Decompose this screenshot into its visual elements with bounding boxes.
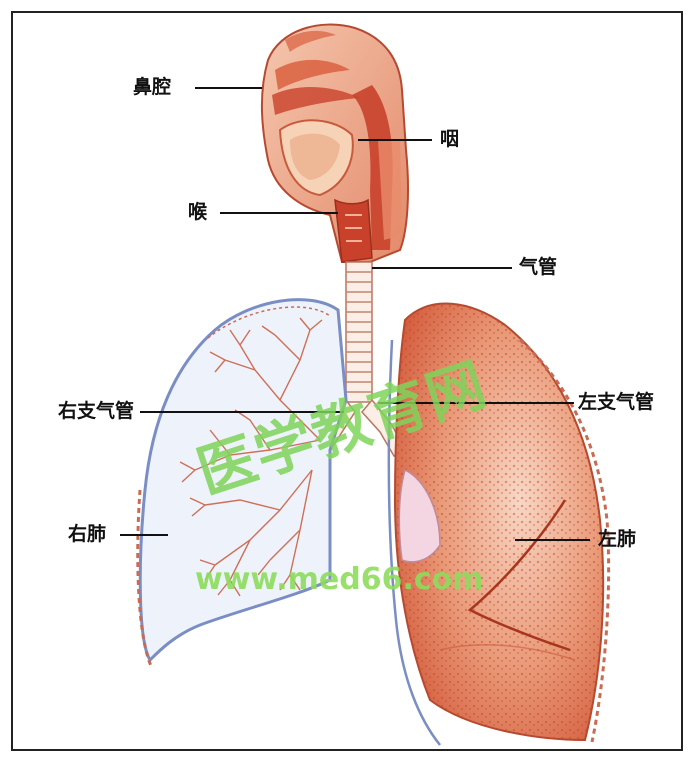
label-right-bronchus: 右支气管	[58, 402, 134, 421]
label-larynx: 喉	[188, 203, 207, 222]
label-trachea: 气管	[519, 258, 557, 277]
label-left-lung: 左肺	[598, 530, 636, 549]
label-pharynx: 咽	[440, 130, 459, 149]
label-nasal-cavity: 鼻腔	[133, 78, 171, 97]
label-left-bronchus: 左支气管	[578, 393, 654, 412]
label-right-lung: 右肺	[68, 525, 106, 544]
head-section	[262, 25, 408, 262]
watermark-url: www.med66.com	[195, 562, 484, 597]
